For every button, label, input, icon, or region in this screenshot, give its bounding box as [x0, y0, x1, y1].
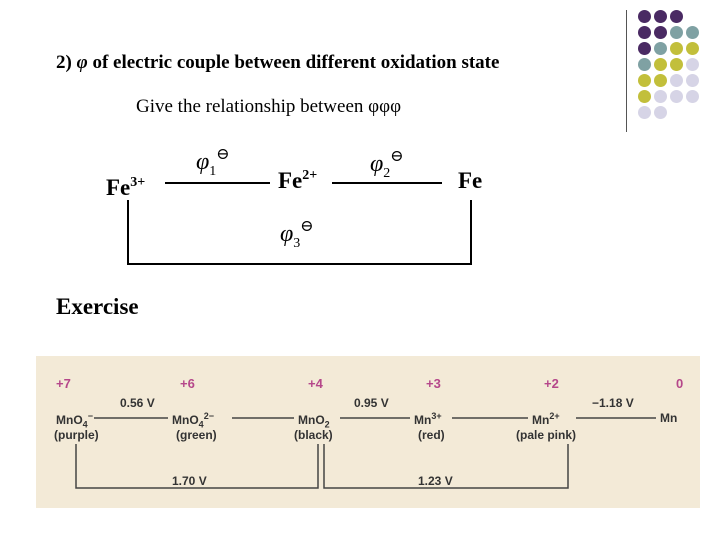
voltage-label: −1.18 V: [592, 396, 634, 410]
voltage-label: 1.70 V: [172, 474, 207, 488]
ox-state: +4: [308, 376, 323, 391]
heading-phi: φ: [76, 52, 88, 73]
exercise-label: Exercise: [56, 294, 139, 319]
decorative-dot: [670, 90, 683, 103]
voltage-label: 0.56 V: [120, 396, 155, 410]
slide-heading: 2) φ of electric couple between differen…: [56, 52, 499, 74]
species-mno4-2: MnO42−: [172, 411, 214, 430]
heading-text: of electric couple between different oxi…: [92, 52, 500, 73]
decorative-dot: [686, 74, 699, 87]
species-color: (black): [294, 428, 333, 442]
decorative-dot: [654, 26, 667, 39]
potential-diagram-lines: [127, 182, 472, 265]
decorative-dot: [638, 58, 651, 71]
potential-phi3: φ3⊖: [280, 218, 314, 251]
decorative-dot: [670, 26, 683, 39]
species-mno4: MnO4−: [56, 411, 93, 430]
decorative-dot: [654, 90, 667, 103]
decorative-dot: [638, 10, 651, 23]
ox-state: +7: [56, 376, 71, 391]
species-mn: Mn: [660, 411, 678, 425]
species-mn3: Mn3+: [414, 411, 442, 427]
decorative-dot: [686, 42, 699, 55]
decorative-dot: [654, 10, 667, 23]
decorative-dot: [638, 106, 651, 119]
heading-prefix: 2): [56, 52, 72, 73]
decorative-dot: [670, 74, 683, 87]
subheading: Give the relationship between φφφ: [136, 96, 402, 117]
divider-line: [626, 10, 627, 132]
ox-state: +2: [544, 376, 559, 391]
decorative-dot: [638, 90, 651, 103]
decorative-dot: [670, 10, 683, 23]
decorative-dot: [638, 26, 651, 39]
decorative-dot: [670, 42, 683, 55]
decorative-dot: [638, 74, 651, 87]
voltage-label: 1.23 V: [418, 474, 453, 488]
ox-state: +6: [180, 376, 195, 391]
ox-state: +3: [426, 376, 441, 391]
potential-phi1: φ1⊖: [196, 146, 230, 179]
species-fe: Fe: [458, 168, 483, 193]
decorative-dot: [654, 58, 667, 71]
potential-phi2: φ2⊖: [370, 148, 404, 181]
species-color: (purple): [54, 428, 99, 442]
figure-connector-lines: [75, 417, 656, 489]
species-color: (pale pink): [516, 428, 577, 442]
species-mn2: Mn2+: [532, 411, 560, 427]
decorative-dot: [686, 90, 699, 103]
manganese-latimer-figure: +7 +6 +4 +3 +2 0 MnO4− MnO42− MnO2 Mn3+ …: [36, 356, 700, 508]
species-mno2: MnO2: [298, 413, 330, 430]
decorative-dot: [686, 26, 699, 39]
voltage-label: 0.95 V: [354, 396, 389, 410]
decorative-dot: [670, 58, 683, 71]
decorative-dot: [654, 74, 667, 87]
decorative-dot: [638, 42, 651, 55]
decorative-dot: [654, 42, 667, 55]
species-color: (green): [176, 428, 217, 442]
ox-state: 0: [676, 376, 684, 391]
species-fe2: Fe2+: [278, 168, 318, 193]
species-color: (red): [418, 428, 445, 442]
species-fe3: Fe3+: [106, 175, 146, 200]
decorative-dot: [686, 58, 699, 71]
decorative-dot: [654, 106, 667, 119]
decorative-dot-grid: [638, 10, 720, 120]
